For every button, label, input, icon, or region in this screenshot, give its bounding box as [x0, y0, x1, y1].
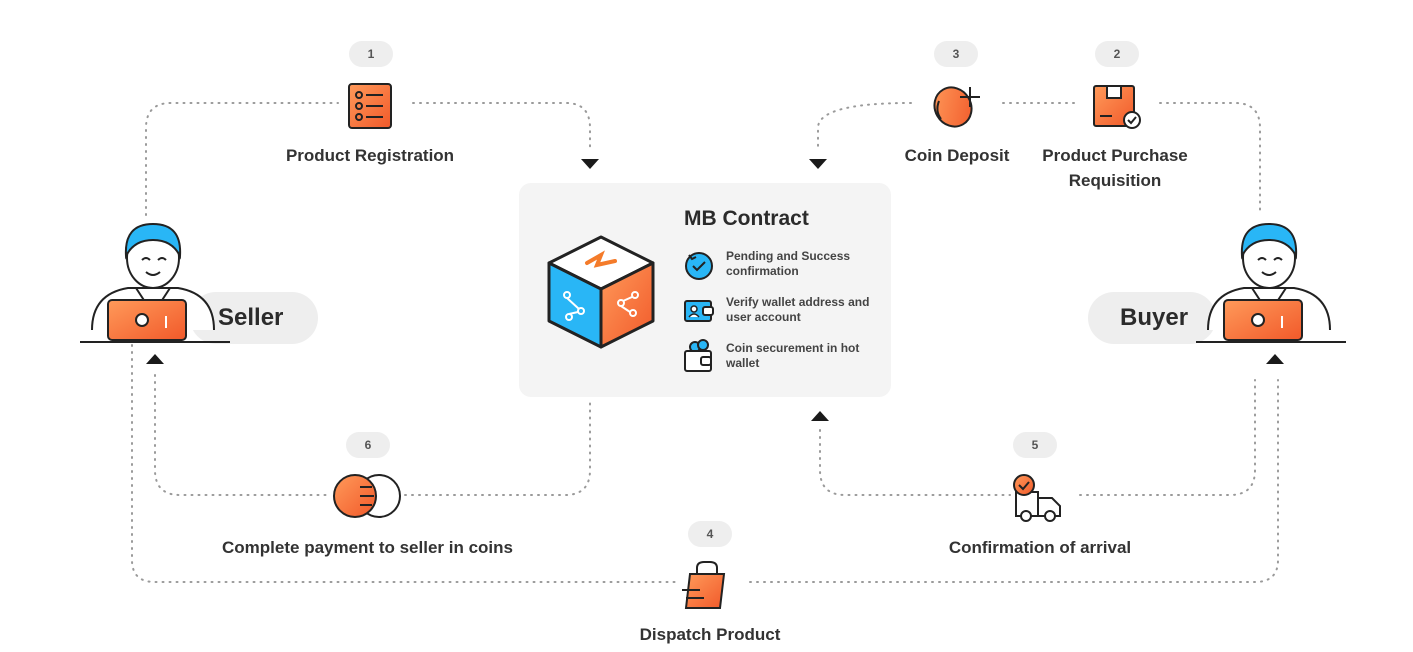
step-2-label-line1: Product Purchase [1042, 146, 1188, 165]
feature-3-text: Coin securement in hot wallet [726, 341, 860, 370]
arrow-up-icon [146, 354, 164, 364]
arrow-heads [146, 159, 1284, 421]
checklist-icon [348, 83, 392, 129]
contract-title: MB Contract [684, 207, 809, 230]
arrow-up-icon [811, 411, 829, 421]
cube-logo-icon [547, 235, 655, 349]
package-check-icon [1093, 85, 1141, 129]
wallet-id-icon [684, 300, 714, 322]
step-1-number: 1 [349, 41, 393, 67]
delivery-truck-icon [1013, 474, 1061, 522]
contract-card: MB Contract Pending and Success confirma… [519, 183, 891, 397]
step-1-label: Product Registration [285, 146, 455, 165]
shopping-bag-icon [682, 561, 726, 609]
arrow-down-icon [809, 159, 827, 169]
refresh-check-icon [685, 252, 713, 280]
step-2-number: 2 [1095, 41, 1139, 67]
feature-2-text: Verify wallet address and user account [726, 295, 870, 324]
buyer-laptop-icon [1196, 222, 1346, 343]
coin-plus-icon [933, 86, 980, 128]
step-4-label: Dispatch Product [639, 625, 781, 644]
step-4-number: 4 [688, 521, 732, 547]
arrow-down-icon [581, 159, 599, 169]
step-3-number: 3 [934, 41, 978, 67]
coin-transfer-icon [333, 474, 401, 518]
seller-laptop-icon [80, 222, 230, 343]
step-3-label: Coin Deposit [904, 146, 1010, 165]
arrow-up-icon [1266, 354, 1284, 364]
connector-lines [131, 102, 1279, 583]
hot-wallet-icon [684, 339, 712, 372]
step-5-label: Confirmation of arrival [948, 538, 1132, 557]
step-6-number: 6 [346, 432, 390, 458]
feature-1-text: Pending and Success confirmation [726, 249, 851, 278]
step-6-label: Complete payment to seller in coins [222, 538, 513, 557]
step-5-number: 5 [1013, 432, 1057, 458]
step-2-label-line2: Requisition [1068, 171, 1162, 190]
